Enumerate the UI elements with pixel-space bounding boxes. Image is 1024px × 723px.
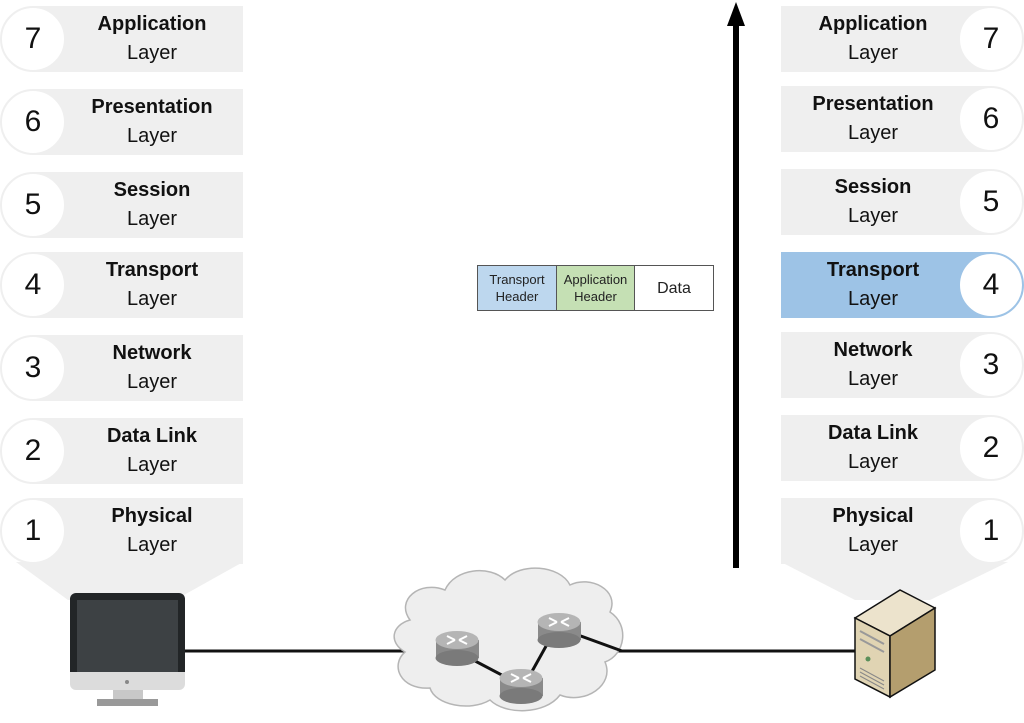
layer-sub: Layer — [847, 205, 899, 227]
layer-name: Physical — [832, 505, 914, 527]
computer-monitor-icon — [70, 593, 185, 706]
layer-name: Session — [113, 179, 191, 201]
layer-sub: Layer — [847, 368, 899, 390]
layer-name: Presentation — [91, 96, 213, 118]
layer-sub: Layer — [847, 534, 899, 556]
layer-number: 5 — [958, 169, 1024, 235]
application-header: Application Header — [557, 266, 635, 310]
layer-number: 5 — [0, 172, 66, 238]
layer-number: 1 — [0, 498, 66, 564]
layer-sub: Layer — [126, 534, 178, 556]
layer-number: 1 — [958, 498, 1024, 564]
layer-name: Presentation — [812, 93, 934, 115]
layer-number: 4 — [958, 252, 1024, 318]
layer-name: Session — [834, 176, 912, 198]
layer-number: 6 — [0, 89, 66, 155]
router-icon — [435, 631, 479, 666]
layer-name: Transport — [826, 259, 920, 281]
layer-sub: Layer — [126, 371, 178, 393]
left-funnel — [16, 562, 243, 600]
layer-number: 3 — [0, 335, 66, 401]
packet-segment: Transport Header Application Header Data — [477, 265, 714, 311]
packet-data: Data — [635, 266, 713, 310]
layer-name: Transport — [105, 259, 199, 281]
layer-number: 2 — [958, 415, 1024, 481]
transport-header: Transport Header — [478, 266, 557, 310]
layer-name: Application — [818, 13, 928, 35]
layer-number: 6 — [958, 86, 1024, 152]
layer-number: 7 — [958, 6, 1024, 72]
router-icon — [499, 669, 543, 704]
layer-number: 3 — [958, 332, 1024, 398]
layer-sub: Layer — [847, 451, 899, 473]
layer-name: Network — [833, 339, 913, 361]
layer-sub: Layer — [126, 288, 178, 310]
layer-number: 7 — [0, 6, 66, 72]
layer-number: 2 — [0, 418, 66, 484]
server-tower-icon — [853, 589, 937, 699]
layer-name: Data Link — [827, 422, 919, 444]
layer-sub: Layer — [126, 42, 178, 64]
layer-sub: Layer — [847, 288, 899, 310]
layer-sub: Layer — [847, 42, 899, 64]
layer-name: Network — [112, 342, 192, 364]
upward-arrow-icon — [727, 2, 745, 568]
layer-name: Physical — [111, 505, 193, 527]
layer-number: 4 — [0, 252, 66, 318]
layer-name: Application — [97, 13, 207, 35]
layer-sub: Layer — [126, 125, 178, 147]
layer-sub: Layer — [847, 122, 899, 144]
router-icon — [537, 613, 581, 648]
layer-name: Data Link — [106, 425, 198, 447]
right-funnel — [781, 562, 1008, 600]
layer-sub: Layer — [126, 454, 178, 476]
layer-sub: Layer — [126, 208, 178, 230]
